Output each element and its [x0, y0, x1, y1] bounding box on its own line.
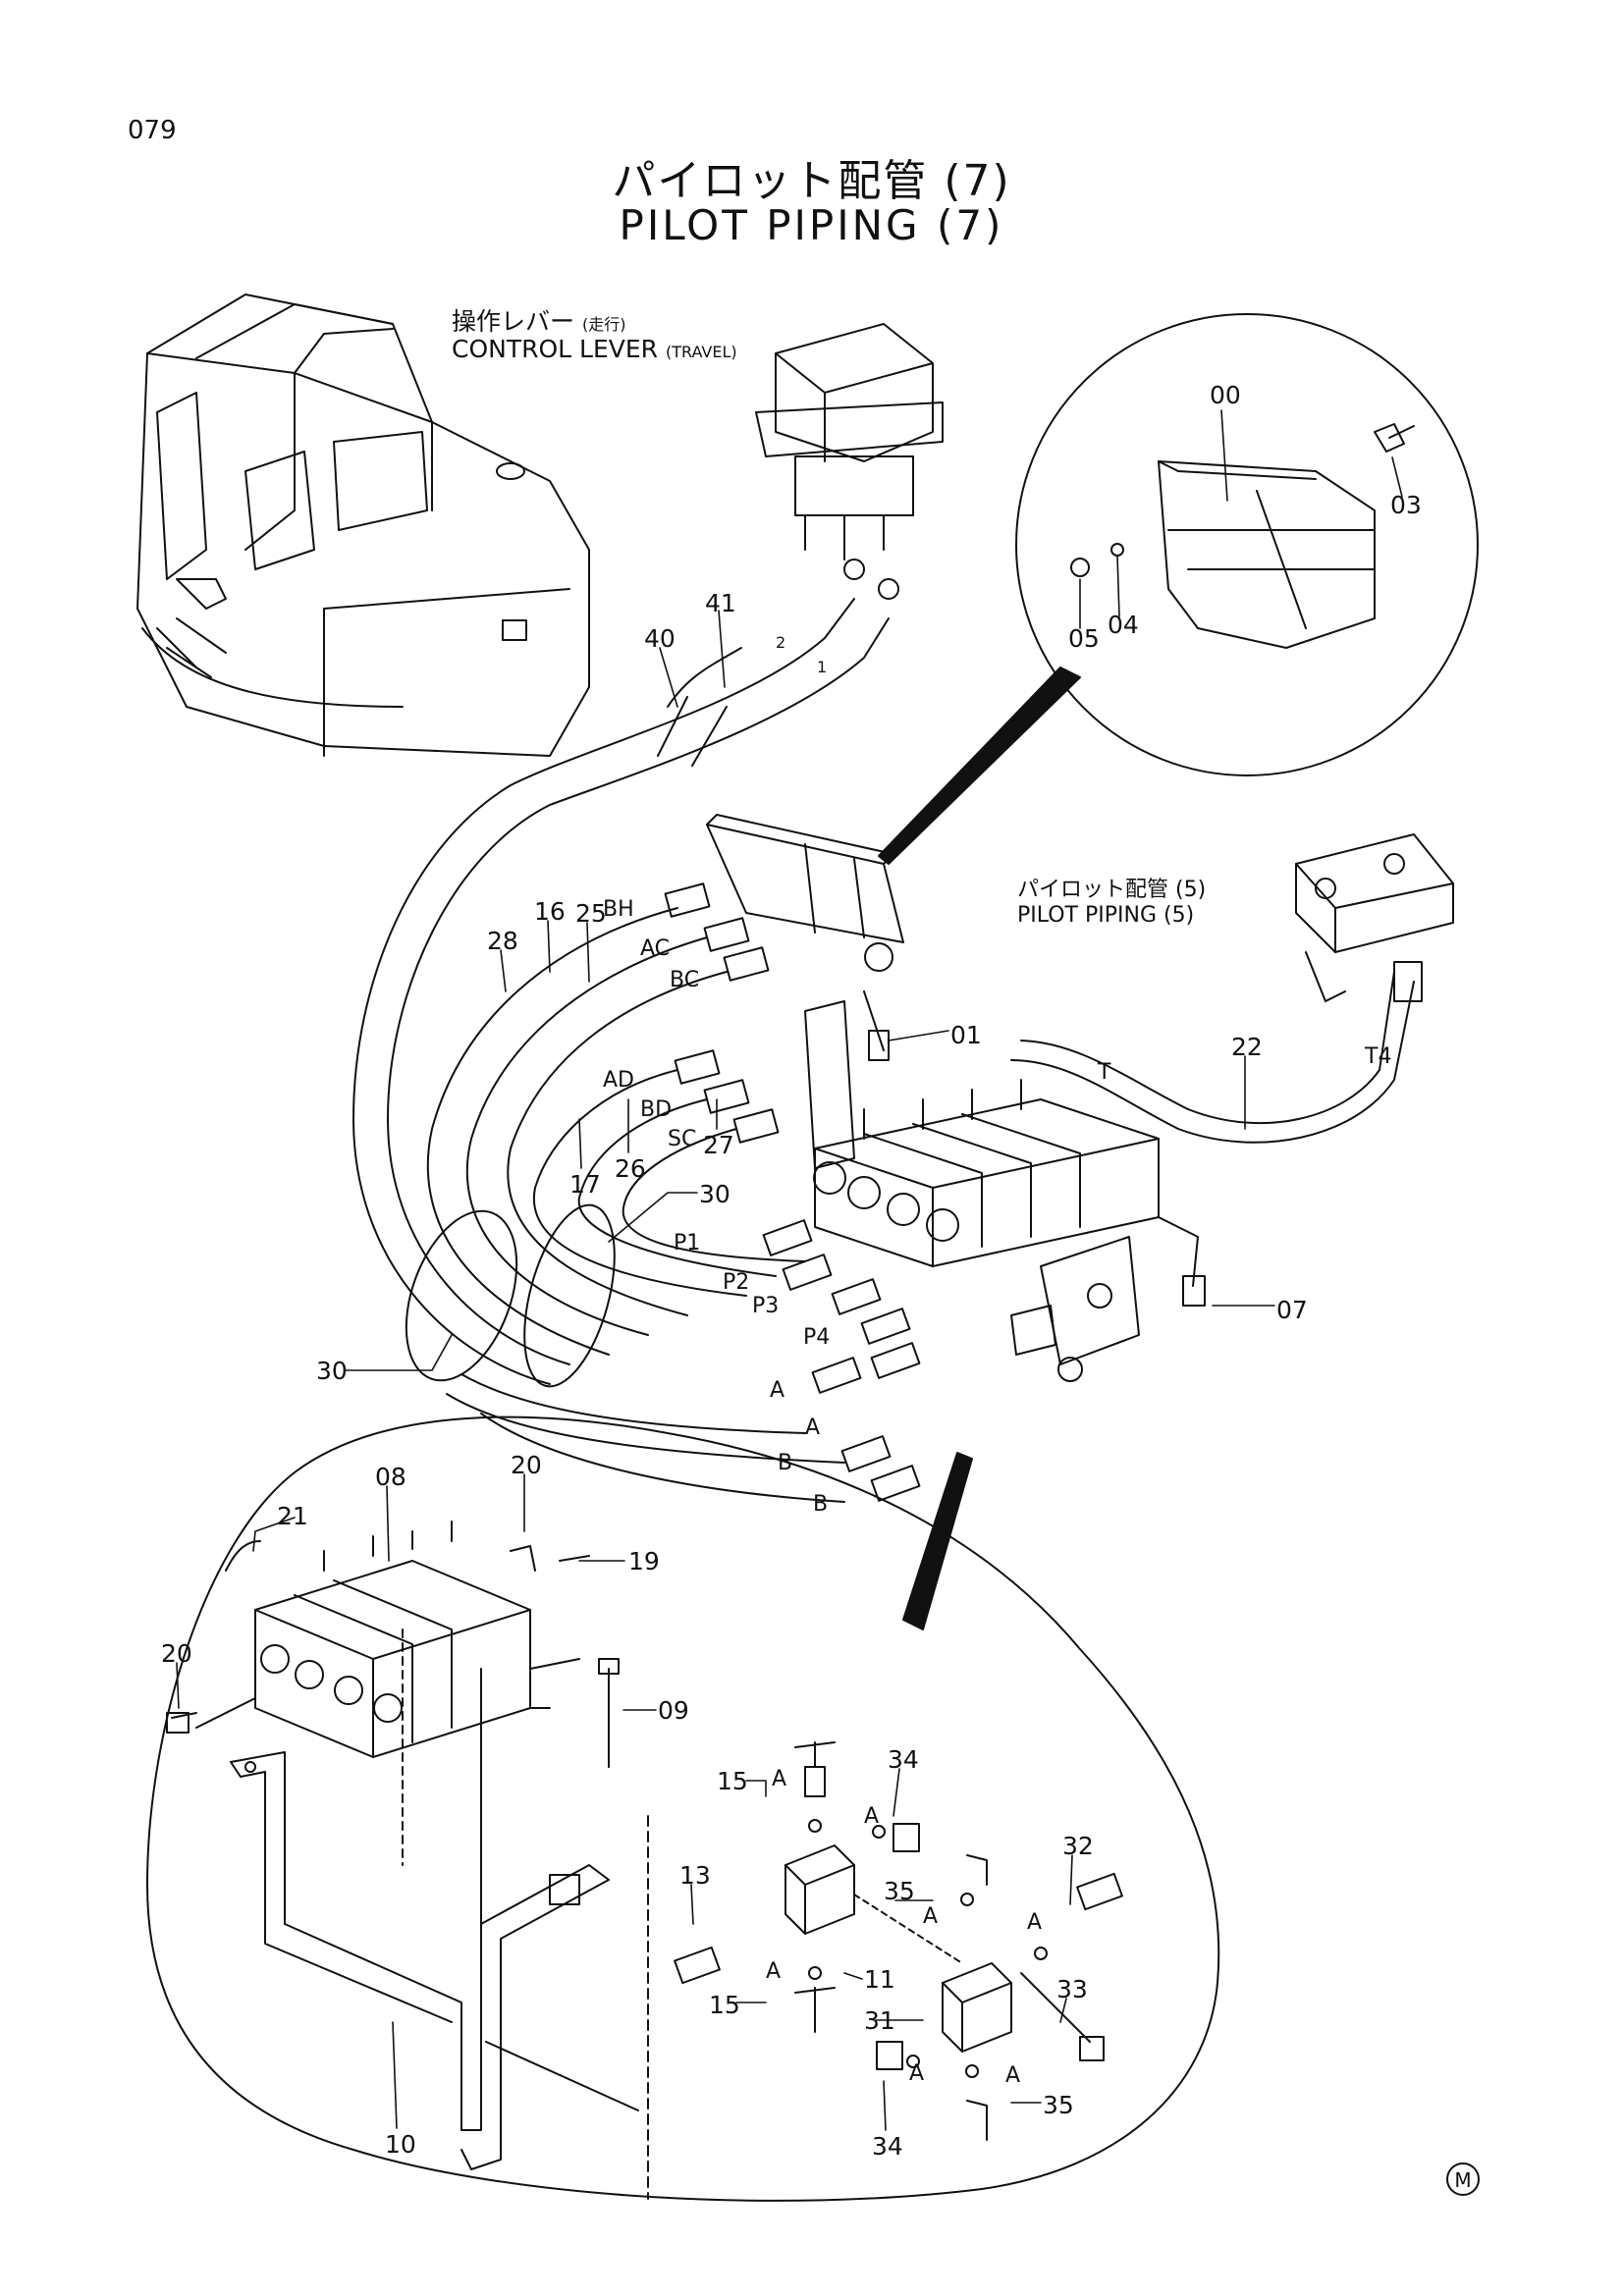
o-ring-ref-label: A: [864, 1804, 880, 1829]
part-number-label: 04: [1108, 611, 1139, 639]
part-number-label: 27: [703, 1131, 734, 1159]
detail-circle-bracket: [1015, 313, 1479, 776]
pilot-piping-5-label-jp: パイロット配管 (5): [1017, 878, 1207, 902]
port-label: BH: [603, 897, 634, 922]
hose-fittings-lower: [762, 1219, 921, 1502]
control-lever-label-jp: 操作レバー (走行): [452, 307, 626, 336]
solenoid-valve-block-main: [804, 1000, 1160, 1267]
part-number-label: 21: [277, 1502, 308, 1530]
part-number-label: 16: [534, 897, 566, 926]
pilot-hose-bundle: [426, 907, 845, 1503]
part-number-label: 05: [1068, 624, 1100, 653]
drain-hose-22: [1010, 961, 1423, 1144]
part-number-label: 07: [1276, 1296, 1308, 1324]
part-number-label: 20: [511, 1451, 542, 1479]
part-number-label: 11: [864, 1965, 895, 1994]
part-number-label: 34: [888, 1745, 919, 1774]
port-label: A: [770, 1378, 785, 1403]
part-number-label: 32: [1062, 1832, 1094, 1860]
travel-control-lever-drawing: [755, 323, 944, 600]
part-number-label: 22: [1231, 1033, 1263, 1061]
manifold-blocks-exploded: [647, 1815, 1012, 2200]
port-label: P3: [752, 1294, 780, 1318]
part-number-label: 41: [705, 589, 736, 617]
excavator-cab-drawing: [136, 294, 590, 757]
pilot-piping-5-valve-drawing: [1295, 833, 1454, 1002]
part-number-label: 19: [628, 1547, 660, 1575]
part-number-label: 30: [699, 1180, 730, 1208]
hose-index-label: 2: [776, 633, 786, 652]
pilot-piping-5-label-en: PILOT PIPING (5): [1017, 903, 1195, 928]
o-ring-ref-label: A: [1027, 1910, 1043, 1935]
port-label: AC: [640, 936, 671, 961]
port-label: A: [805, 1415, 821, 1440]
part-number-label: 10: [385, 2130, 416, 2159]
part-number-label: 30: [316, 1357, 348, 1385]
part-number-label: 15: [717, 1767, 748, 1795]
port-label: B: [778, 1451, 793, 1475]
title-english: PILOT PIPING (7): [619, 201, 1004, 249]
part-number-label: 15: [709, 1991, 740, 2019]
port-label: SC: [668, 1127, 697, 1151]
port-label: P4: [803, 1325, 831, 1350]
control-lever-label-en: CONTROL LEVER (TRAVEL): [452, 335, 737, 363]
part-number-label: 28: [487, 927, 518, 955]
o-ring-ref-label: A: [1005, 2063, 1021, 2088]
port-label: B: [813, 1492, 829, 1517]
leader-lines: [176, 409, 1403, 2131]
part-number-label: 08: [375, 1463, 406, 1491]
part-number-label: 35: [1043, 2091, 1074, 2119]
port-label: AD: [603, 1068, 634, 1093]
part-number-label: 33: [1056, 1975, 1088, 2003]
o-ring-ref-label: A: [923, 1904, 939, 1929]
title-japanese: パイロット配管 (7): [612, 156, 1011, 206]
part-number-label: 13: [679, 1861, 711, 1890]
o-ring-ref-label: A: [772, 1767, 787, 1791]
part-number-label: 03: [1390, 491, 1422, 519]
mounting-bracket-upper: [706, 814, 904, 1061]
detail-pointer-upper: [878, 667, 1081, 865]
detail-pointer-lower: [902, 1452, 973, 1630]
cable-ties-30: [405, 1203, 616, 1388]
hose-fittings-upper: [664, 882, 780, 1144]
part-number-label: 09: [658, 1696, 689, 1725]
relief-manifold-main: [1010, 1216, 1206, 1382]
page-number: 079: [128, 116, 177, 145]
detail-outline-lower: [146, 1415, 1220, 2202]
hose-index-label: 1: [817, 658, 828, 676]
part-number-label: 01: [950, 1021, 982, 1049]
part-number-label: 00: [1210, 381, 1241, 409]
part-number-label: 25: [575, 899, 607, 928]
m-mark-symbol: M: [1446, 2163, 1480, 2196]
l-bracket-10: [230, 1629, 639, 2170]
o-ring-ref-label: A: [766, 1959, 782, 1984]
fittings-exploded: [674, 1741, 1123, 2141]
pilot-hoses-40-41: [352, 598, 890, 1385]
part-number-label: 17: [569, 1170, 601, 1199]
part-number-label: 34: [872, 2132, 903, 2161]
valve-stack-exploded: [166, 1521, 620, 1768]
port-label: P2: [723, 1270, 750, 1295]
port-label: T4: [1365, 1044, 1392, 1069]
m-mark-text: M: [1454, 2168, 1471, 2192]
